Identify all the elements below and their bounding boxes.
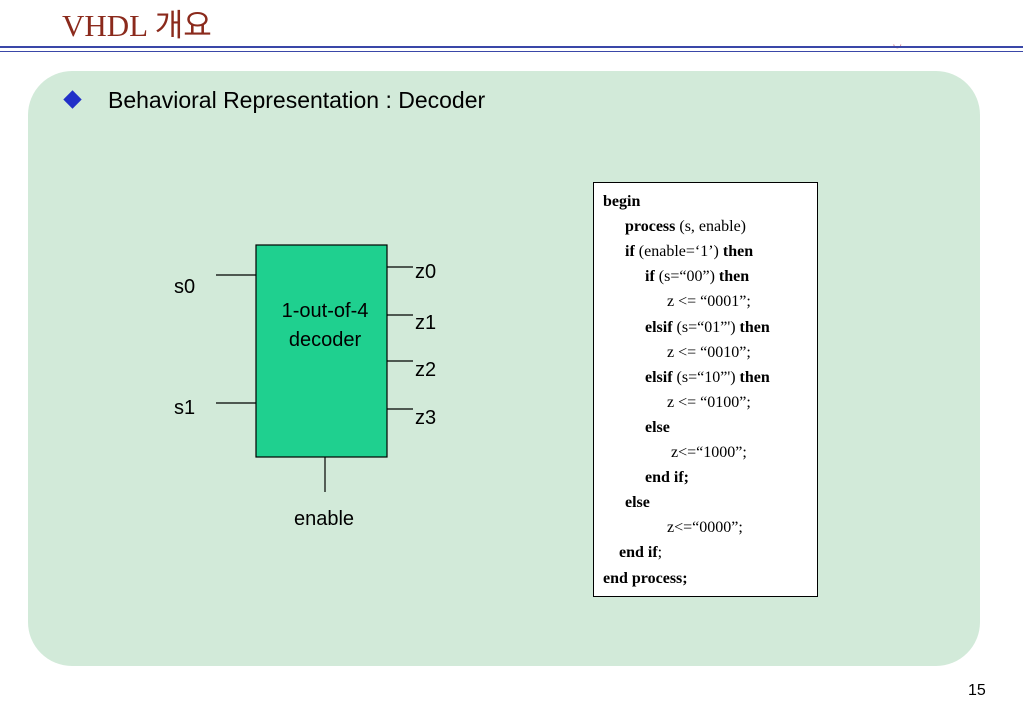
code-line: process (s, enable) (625, 217, 746, 237)
code-text: (s=“01”') (672, 318, 740, 336)
code-line: else (645, 418, 670, 438)
output-label-z3: z3 (415, 407, 436, 429)
code-keyword: end if; (645, 469, 689, 487)
vhdl-code-box: begin process (s, enable) if (enable=‘1’) … (593, 182, 818, 597)
code-text: (enable=‘1’) (634, 243, 723, 261)
code-keyword: then (739, 368, 770, 386)
code-line: begin (603, 192, 640, 212)
code-text: ; (657, 544, 663, 562)
code-line: if (enable=‘1’) then (625, 242, 753, 262)
code-line: elsif (s=“10”') then (645, 368, 770, 388)
enable-label: enable (294, 508, 354, 530)
code-keyword: elsif (645, 318, 673, 336)
code-line: z <= “0001”; (667, 292, 751, 312)
code-line: end if; (619, 543, 662, 563)
output-label-z1: z1 (415, 312, 436, 334)
code-text: (s=“10”') (672, 368, 740, 386)
code-keyword: then (718, 268, 750, 286)
code-keyword: if (645, 268, 655, 286)
title-rule (0, 46, 1023, 48)
code-text: z<=“0000”; (667, 519, 743, 537)
code-keyword: else (625, 494, 650, 512)
slide-title: VHDL 개요 (62, 8, 212, 43)
title-rule-thin (0, 51, 1023, 52)
decoder-box (255, 244, 388, 458)
code-text: z<=“1000”; (671, 444, 747, 461)
decoder-box-label-line1: 1-out-of-4 (282, 300, 369, 322)
code-keyword: then (739, 318, 770, 336)
title-decoration: ◡ (893, 39, 902, 50)
code-text: (s=“00”) (654, 268, 719, 286)
code-text: (s, enable) (675, 218, 747, 236)
code-line: else (625, 493, 650, 513)
code-line: if (s=“00”) then (645, 267, 749, 287)
code-keyword: end process; (603, 569, 688, 587)
input-label-s1: s1 (174, 397, 195, 419)
decoder-box-label-line2: decoder (289, 329, 362, 351)
decoder-diagram: 1-out-of-4 decoder s0 s1 z0 z1 z2 z3 ena… (174, 244, 436, 530)
code-keyword: if (625, 243, 635, 261)
code-keyword: begin (603, 193, 641, 210)
code-line: end process; (603, 569, 688, 589)
output-label-z2: z2 (415, 359, 436, 381)
code-keyword: process (625, 218, 676, 236)
content-panel (28, 71, 980, 666)
section-heading: Behavioral Representation : Decoder (108, 87, 486, 113)
code-keyword: then (722, 243, 754, 261)
code-line: z<=“1000”; (671, 443, 747, 463)
code-line: z <= “0010”; (667, 343, 751, 363)
code-text: z <= “0010”; (667, 343, 751, 361)
code-keyword: end if (619, 544, 658, 562)
code-line: elsif (s=“01”') then (645, 318, 770, 338)
page-number: 15 (968, 682, 986, 699)
code-keyword: elsif (645, 368, 673, 386)
code-line: z <= “0100”; (667, 393, 751, 413)
code-text: z <= “0100”; (667, 393, 751, 411)
output-label-z0: z0 (415, 261, 436, 283)
code-line: end if; (645, 468, 689, 488)
code-text: z <= “0001”; (667, 293, 751, 311)
code-keyword: else (645, 418, 670, 436)
input-label-s0: s0 (174, 276, 195, 298)
code-line: z<=“0000”; (667, 518, 743, 538)
